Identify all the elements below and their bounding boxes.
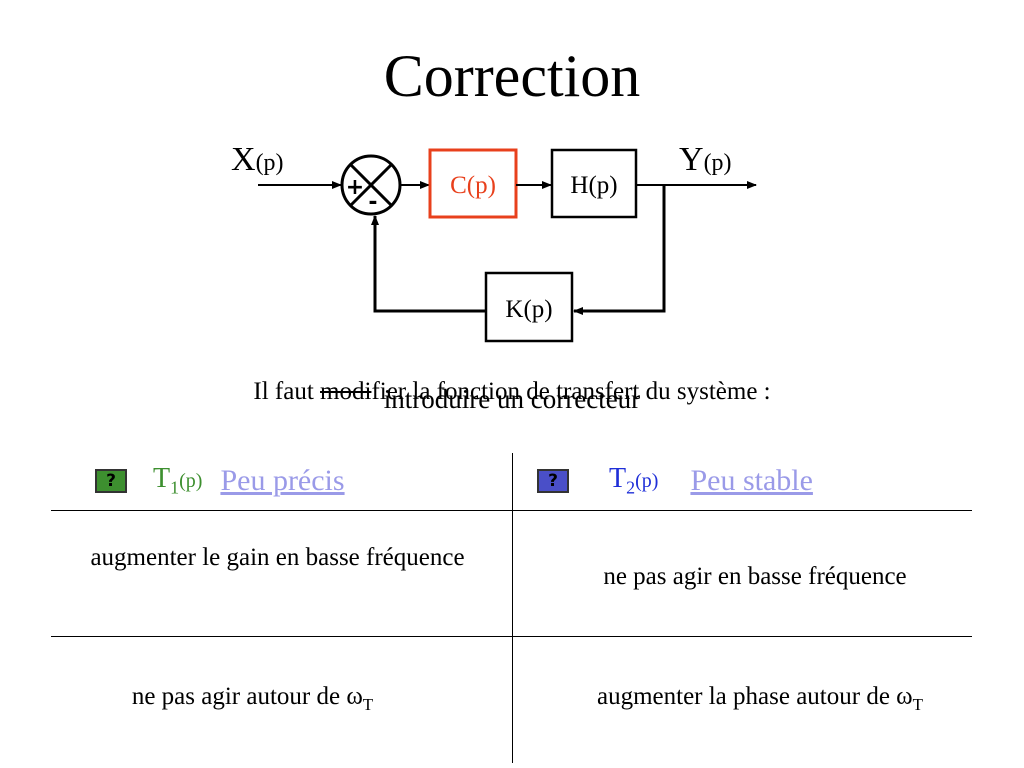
sentence-prefix: Il faut xyxy=(253,378,321,405)
question-mark-icon[interactable]: ? xyxy=(95,469,127,493)
sum-minus-sign: - xyxy=(368,190,377,215)
block-diagram: + - C(p) H(p) K(p) X(p) Y(p) xyxy=(231,141,757,343)
table-cell-right-row1: ne pas agir en basse fréquence xyxy=(603,563,907,590)
slide-title: Correction xyxy=(383,43,641,109)
t2-transfer-function: T2(p) xyxy=(609,463,659,498)
input-signal-label: X(p) xyxy=(231,141,284,178)
output-signal-label: Y(p) xyxy=(679,141,732,178)
sentence-struck-text: modi xyxy=(320,378,372,405)
plant-label: H(p) xyxy=(570,172,617,199)
table-row-divider xyxy=(51,636,972,637)
sentence-overlay: introduire un correcteur xyxy=(383,384,641,414)
sentence-suffix: fier la fonction de transfert du système… xyxy=(371,378,771,405)
question-mark-icon[interactable]: ? xyxy=(537,469,569,493)
plant-block xyxy=(550,148,638,219)
peu-precis-link[interactable]: Peu précis xyxy=(220,464,345,497)
table-header-divider xyxy=(51,510,972,511)
corrector-label: C(p) xyxy=(450,172,496,199)
peu-stable-link[interactable]: Peu stable xyxy=(690,464,813,497)
instruction-sentence: Il faut modifier la fonction de transfer… xyxy=(0,378,1024,406)
t1-transfer-function: T1(p) xyxy=(153,463,203,498)
table-column-divider xyxy=(512,453,513,763)
table-cell-right-row2: augmenter la phase autour de ωT xyxy=(596,683,924,714)
feedback-path-left xyxy=(371,215,486,313)
corrector-block xyxy=(428,148,518,219)
left-column-header: ? T1(p) Peu précis xyxy=(95,458,515,504)
table-cell-left-row1: augmenter le gain en basse fréquence xyxy=(90,544,465,571)
feedback-block xyxy=(484,271,574,343)
right-column-header: ? T2(p) Peu stable xyxy=(537,458,977,504)
table-cell-left-row2: ne pas agir autour de ωT xyxy=(131,683,374,714)
feedback-label: K(p) xyxy=(505,296,552,323)
feedback-path-right xyxy=(573,185,666,315)
sum-plus-sign: + xyxy=(346,175,364,200)
